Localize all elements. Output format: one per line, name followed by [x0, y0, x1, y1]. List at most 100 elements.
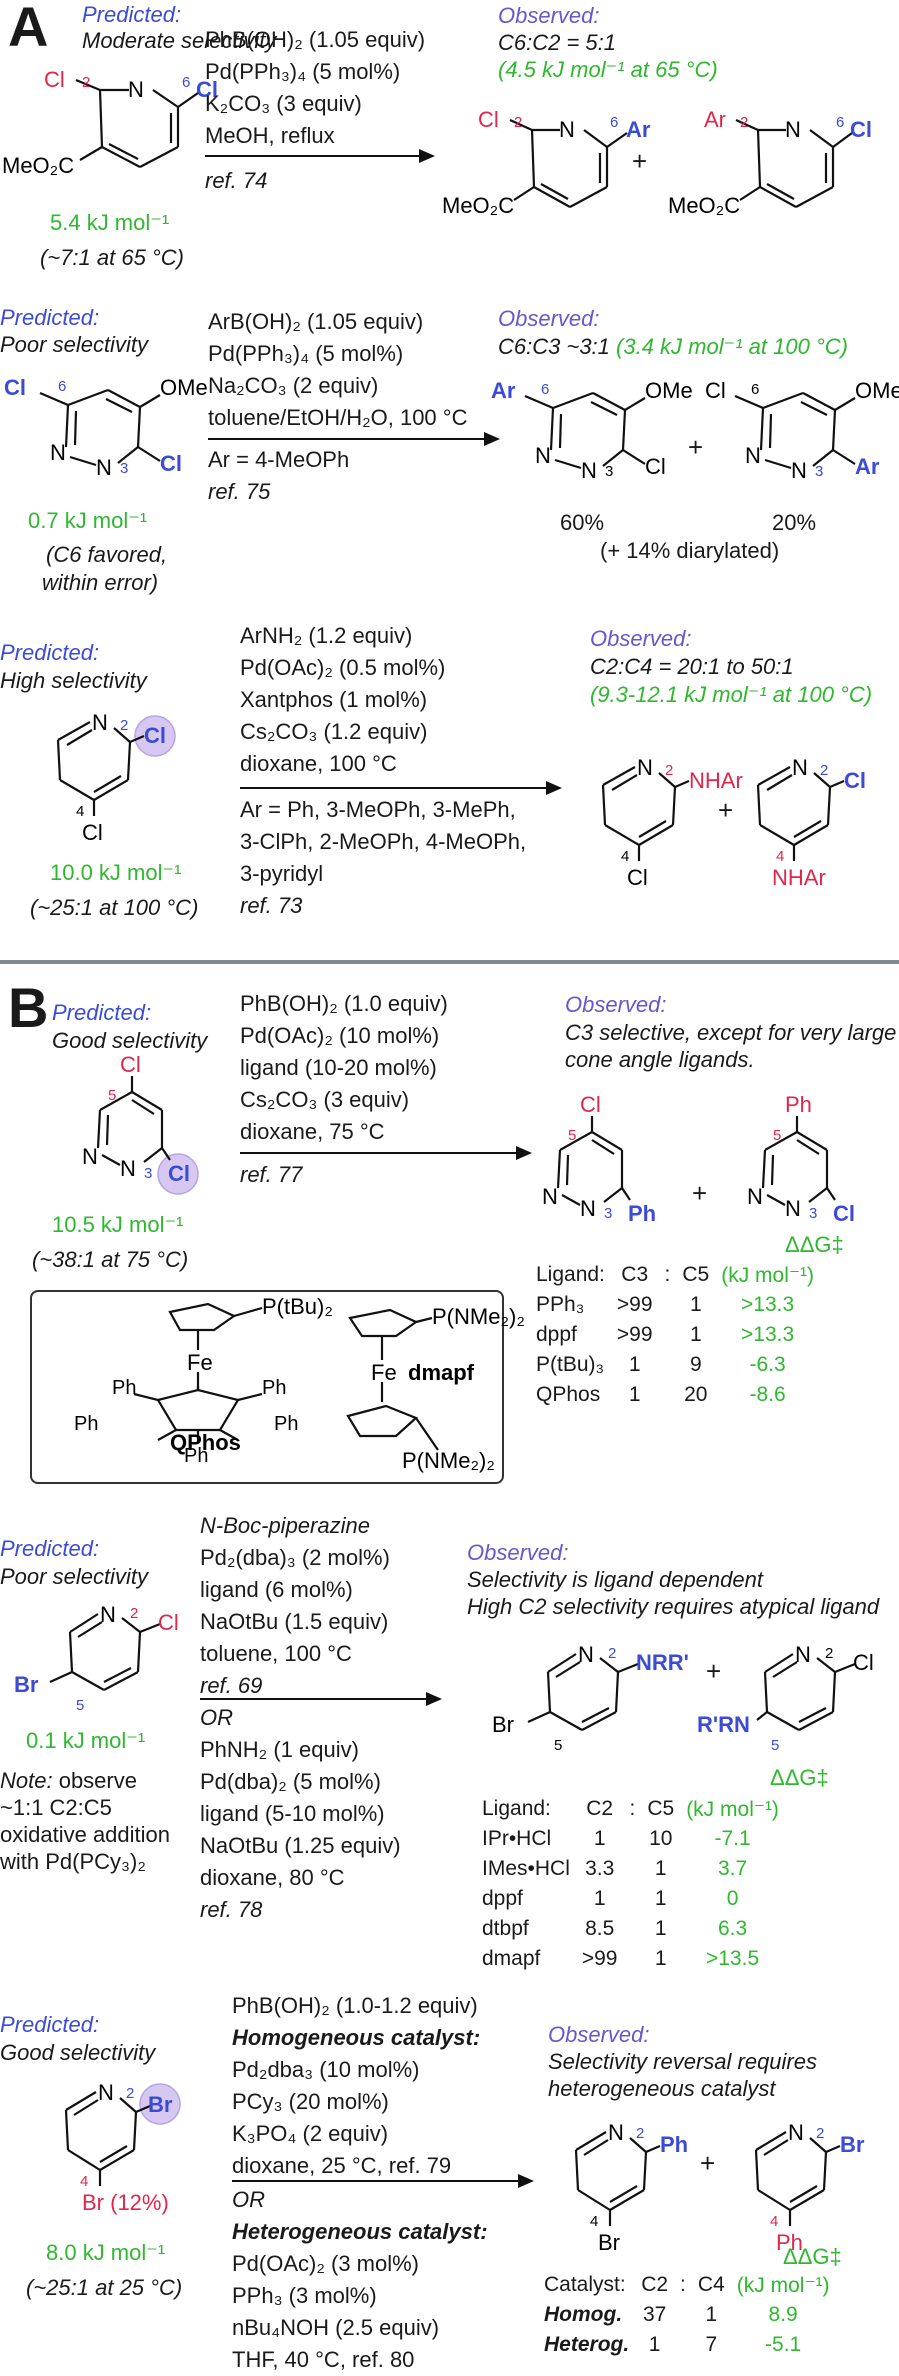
- r2-sm-ome: OMe: [160, 375, 208, 400]
- r6-cell: [674, 2300, 692, 2330]
- r3-product-c4: N 2 Cl 4 NHAr: [756, 755, 866, 890]
- r4-cond-1: Pd(OAc)₂ (10 mol%): [240, 1023, 440, 1048]
- r5-sm-pos5: 5: [76, 1697, 84, 1714]
- r4-cell: [659, 1350, 677, 1380]
- r6-cell: 8.9: [768, 2303, 798, 2326]
- r2-product-c3: Cl 6 OMe N N 3 Ar: [705, 378, 899, 483]
- r4-product-c3: Cl 5 N N 3 Ph: [542, 1092, 656, 1226]
- r3-p1-nhar: NHAr: [689, 768, 743, 793]
- r4-p1-ph: Ph: [628, 1201, 656, 1226]
- r4-th-c5: C5: [682, 1263, 710, 1286]
- r1-p1-n: N: [559, 117, 575, 142]
- r2-sm-pos6: 6: [58, 378, 66, 395]
- r2-p1-n2: N: [581, 458, 597, 483]
- r5-cell: 1: [654, 1857, 667, 1880]
- r3-sm-cl2: Cl: [144, 723, 166, 748]
- r4-cell: [659, 1290, 677, 1320]
- r5-arrow: [200, 1692, 442, 1706]
- r4-cond-4: dioxane, 75 °C: [240, 1119, 385, 1144]
- r1-p2-cl: Cl: [850, 117, 872, 142]
- r6-selectivity-table: Catalyst: C2 : C4 (kJ mol⁻¹) Homog. 37 1…: [538, 2270, 836, 2360]
- r1-product-c6: N Cl 2 6 Ar MeO₂C: [442, 107, 651, 218]
- r2-p2-ar: Ar: [855, 454, 880, 479]
- qphos-fe: Fe: [187, 1350, 213, 1375]
- r2-p1-pos6: 6: [541, 381, 549, 398]
- r4-predicted-title: Predicted:: [52, 1000, 152, 1025]
- r4-cell: -8.6: [749, 1383, 786, 1406]
- r4-cell: 20: [684, 1383, 708, 1406]
- r5-cell: 8.5: [585, 1917, 615, 1940]
- r2-p2-n1: N: [745, 443, 761, 468]
- r1-p2-pos2: 2: [740, 114, 748, 131]
- r2-sm-pos3: 3: [120, 460, 128, 477]
- r5-product-c5: N 2 Cl R'RN 5: [697, 1642, 874, 1754]
- r3-starting-material: N 2 Cl 4 Cl: [56, 710, 176, 845]
- r6-heterog-3: THF, 40 °C, ref. 80: [232, 2347, 415, 2372]
- r1-predicted-desc: Moderate selectivity: [82, 28, 277, 53]
- table-row: PPh₃ >99 1 >13.3: [530, 1290, 820, 1320]
- r5-plus: +: [706, 1656, 722, 1686]
- r4-p2-pos5: 5: [773, 1127, 781, 1144]
- r5-cell: [623, 1884, 641, 1914]
- r4-sm-cl3: Cl: [168, 1161, 190, 1186]
- r5-sm-br: Br: [14, 1672, 39, 1697]
- r2-sm-cl3: Cl: [160, 451, 182, 476]
- r2-sm-n1: N: [50, 440, 66, 465]
- qphos-ptbu2: P(tBu)₂: [262, 1294, 333, 1319]
- r6-heterog-1: PPh₃ (3 mol%): [232, 2283, 377, 2308]
- r5-sm-n: N: [100, 1602, 116, 1627]
- r5-cell: [623, 1944, 641, 1974]
- r2-p1-ome: OMe: [645, 378, 693, 403]
- table-row: dppf >99 1 >13.3: [530, 1320, 820, 1350]
- r3-p1-pos4: 4: [621, 848, 629, 865]
- r5-ref-b: ref. 78: [200, 1897, 263, 1922]
- r5-cond-a-4: toluene, 100 °C: [200, 1641, 352, 1666]
- r3-p2-pos4: 4: [776, 848, 784, 865]
- r6-p1-pos2: 2: [636, 2125, 644, 2142]
- r5-cell: -7.1: [714, 1827, 751, 1850]
- r5-cond-a-2: ligand (6 mol%): [200, 1577, 353, 1602]
- r4-cell: QPhos: [536, 1383, 601, 1406]
- r4-cell: -6.3: [749, 1353, 786, 1376]
- r5-cell: dmapf: [482, 1947, 541, 1970]
- r4-starting-material: Cl 5 N N 3 Cl: [82, 1052, 199, 1195]
- r3-cond-3: Cs₂CO₃ (1.2 equiv): [240, 719, 428, 744]
- r6-product-c4: N 2 Br 4 Ph: [754, 2120, 865, 2255]
- r1-p1-cl: Cl: [478, 107, 499, 132]
- r4-product-c5: Ph 5 N N 3 Cl: [747, 1092, 855, 1226]
- r5-th-c5: C5: [647, 1797, 675, 1820]
- r4-sm-pos5: 5: [108, 1087, 116, 1104]
- table-row: Homog. 37 1 8.9: [538, 2300, 836, 2330]
- r5-p1-n: N: [578, 1642, 594, 1667]
- r5-energy: 0.1 kJ mol⁻¹: [26, 1728, 146, 1753]
- r1-sm-cl6: Cl: [196, 77, 218, 102]
- qphos-ph5: Ph: [184, 1445, 208, 1467]
- r5-sm-pos2: 2: [130, 1605, 138, 1622]
- r4-sm-n2: N: [120, 1156, 136, 1181]
- r2-plus: +: [688, 432, 704, 462]
- r3-ratio: (~25:1 at 100 °C): [30, 895, 199, 920]
- r4-cond-3: Cs₂CO₃ (3 equiv): [240, 1087, 410, 1112]
- r6-sm-br4: Br (12%): [82, 2190, 169, 2215]
- table-row: P(tBu)₃ 1 9 -6.3: [530, 1350, 820, 1380]
- r6-observed-title: Observed:: [548, 2022, 650, 2047]
- r2-note1: (C6 favored,: [46, 542, 168, 567]
- r3-p1-cl: Cl: [627, 865, 648, 890]
- r4-energy: 10.5 kJ mol⁻¹: [52, 1212, 184, 1237]
- r4-th-ligand: Ligand:: [536, 1263, 605, 1286]
- r3-observed-energy: (9.3-12.1 kJ mol⁻¹ at 100 °C): [590, 682, 873, 707]
- r5-cell: 1: [593, 1887, 606, 1910]
- r2-ref: ref. 75: [208, 479, 271, 504]
- r2-cond-0: ArB(OH)₂ (1.05 equiv): [208, 309, 424, 334]
- r4-cell: >99: [616, 1293, 653, 1316]
- r6-energy: 8.0 kJ mol⁻¹: [46, 2240, 166, 2265]
- r3-sm-n: N: [92, 710, 108, 735]
- r2-yield-c6: 60%: [560, 510, 605, 535]
- r5-cond-b-1: Pd(dba)₂ (5 mol%): [200, 1769, 381, 1794]
- r2-arrow: [208, 432, 500, 446]
- r5-cell: [623, 1914, 641, 1944]
- r1-cond-0: PhB(OH)₂ (1.05 equiv): [205, 27, 426, 52]
- r6-p1-br: Br: [598, 2230, 620, 2255]
- r4-sm-cl5: Cl: [120, 1052, 141, 1077]
- r5-ref-a: ref. 69: [200, 1673, 263, 1698]
